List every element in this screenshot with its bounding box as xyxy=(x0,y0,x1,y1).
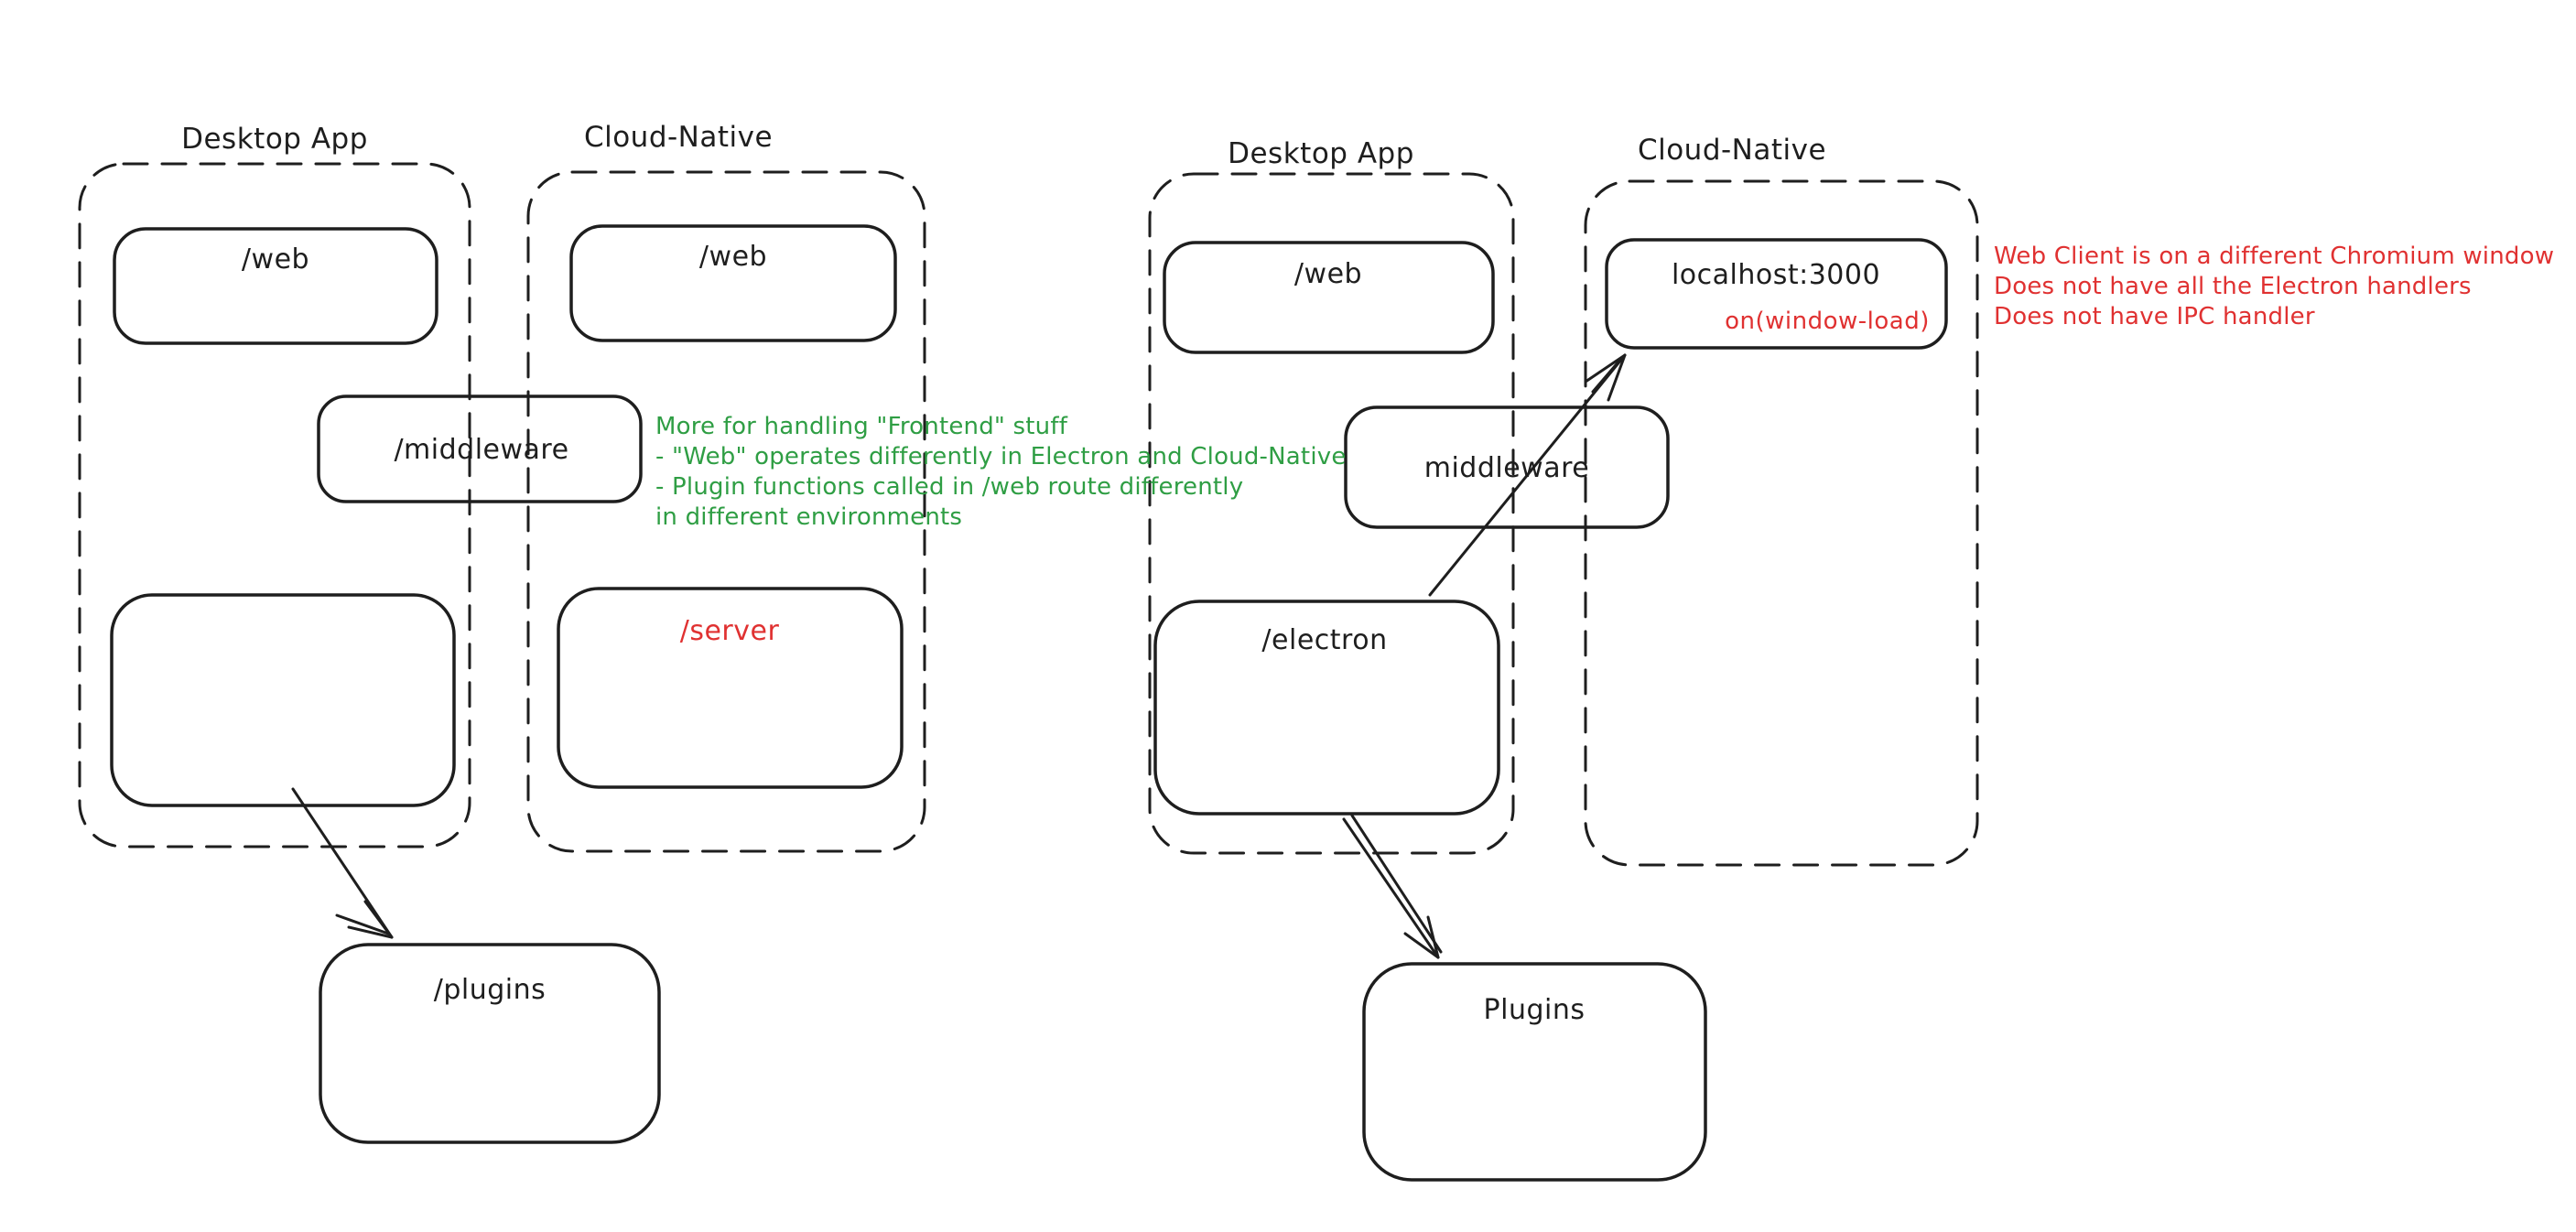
on-window-load-label[interactable]: on(window-load) xyxy=(1725,308,1930,335)
right-middleware-label[interactable]: middleware xyxy=(1423,452,1590,484)
right-plugins-box[interactable] xyxy=(1362,962,1707,1182)
right-desktop-app-group-outline[interactable] xyxy=(1148,172,1515,855)
red-note-line: Does not have all the Electron handlers xyxy=(1994,273,2472,300)
right-electron-box[interactable] xyxy=(1153,600,1500,816)
right-cloud-native-group-label[interactable]: Cloud-Native xyxy=(1637,134,1827,167)
right-middleware-box[interactable] xyxy=(1344,405,1670,529)
left-server-label[interactable]: /server xyxy=(679,615,780,647)
green-note-line: More for handling "Frontend" stuff xyxy=(655,413,1068,440)
green-note[interactable]: More for handling "Frontend" stuff - "We… xyxy=(655,412,1347,533)
green-note-line: - "Web" operates differently in Electron… xyxy=(655,443,1347,470)
right-desktop-app-group-label[interactable]: Desktop App xyxy=(1228,137,1414,170)
left-web-cloud-box[interactable] xyxy=(569,224,897,342)
left-cloud-native-group-label[interactable]: Cloud-Native xyxy=(583,121,774,154)
right-cloud-native-group-outline[interactable] xyxy=(1584,179,1979,867)
left-plugins-label[interactable]: /plugins xyxy=(433,974,547,1006)
left-plugins-box[interactable] xyxy=(319,943,661,1144)
left-server-box[interactable] xyxy=(557,587,904,789)
arrow-electron-to-plugins-left[interactable] xyxy=(291,787,394,939)
left-desktop-app-group-outline[interactable] xyxy=(78,162,471,848)
right-plugins-label[interactable]: Plugins xyxy=(1483,994,1586,1026)
left-desktop-app-group-label[interactable]: Desktop App xyxy=(181,123,368,156)
left-cloud-native-group-outline[interactable] xyxy=(526,170,926,853)
arrow-electron-to-plugins-right[interactable] xyxy=(1342,814,1443,959)
green-note-line: - Plugin functions called in /web route … xyxy=(655,473,1244,501)
left-web-desktop-box[interactable] xyxy=(113,227,438,345)
localhost-3000-box[interactable] xyxy=(1605,238,1948,350)
left-web-cloud-label[interactable]: /web xyxy=(698,241,768,273)
left-web-desktop-label[interactable]: /web xyxy=(241,243,310,276)
arrow-electron-to-localhost[interactable] xyxy=(1428,353,1627,597)
red-note[interactable]: Web Client is on a different Chromium wi… xyxy=(1994,242,2554,332)
red-note-line: Web Client is on a different Chromium wi… xyxy=(1994,243,2555,270)
right-web-label[interactable]: /web xyxy=(1293,258,1363,290)
left-middleware-label[interactable]: /middleware xyxy=(394,434,569,466)
localhost-3000-label[interactable]: localhost:3000 xyxy=(1671,259,1881,291)
right-electron-label[interactable]: /electron xyxy=(1261,624,1388,656)
right-web-box[interactable] xyxy=(1163,241,1495,354)
left-electron-box[interactable] xyxy=(110,593,456,807)
red-note-line: Does not have IPC handler xyxy=(1994,303,2315,330)
left-middleware-box[interactable] xyxy=(317,394,643,503)
green-note-line: in different environments xyxy=(655,503,963,531)
